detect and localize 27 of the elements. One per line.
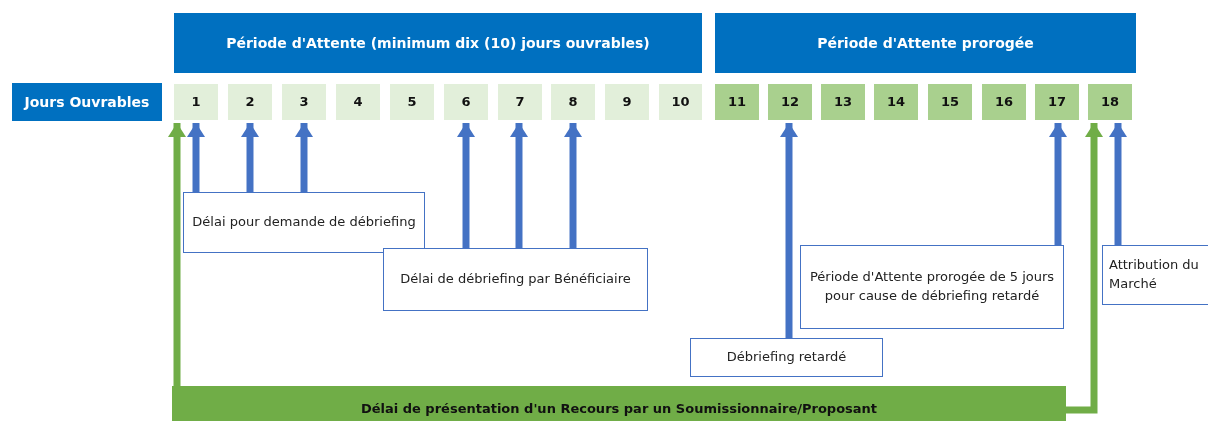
day-cell: 1 <box>174 84 218 120</box>
day-cell: 14 <box>874 84 918 120</box>
note-box: Attribution du Marché <box>1102 245 1208 305</box>
day-cell: 8 <box>551 84 595 120</box>
day-cell: 11 <box>715 84 759 120</box>
day-cell: 7 <box>498 84 542 120</box>
appeal-period-bar: Délai de présentation d'un Recours par un Soumissionnaire/Proposant <box>172 386 1066 421</box>
note-box: Délai pour demande de débriefing <box>183 192 425 253</box>
day-cell: 15 <box>928 84 972 120</box>
day-cell: 10 <box>659 84 702 120</box>
period-band: Période d'Attente prorogée <box>715 13 1136 73</box>
note-box: Période d'Attente prorogée de 5 jours pour cause de débriefing retardé <box>800 245 1064 329</box>
note-box: Débriefing retardé <box>690 338 883 377</box>
day-cell: 2 <box>228 84 272 120</box>
day-cell: 6 <box>444 84 488 120</box>
note-box: Délai de débriefing par Bénéficiaire <box>383 248 648 311</box>
day-cell: 18 <box>1088 84 1132 120</box>
day-cell: 13 <box>821 84 865 120</box>
day-cell: 5 <box>390 84 434 120</box>
row-header: Jours Ouvrables <box>12 83 162 121</box>
day-cell: 9 <box>605 84 649 120</box>
day-cell: 12 <box>768 84 812 120</box>
day-cell: 3 <box>282 84 326 120</box>
day-cell: 16 <box>982 84 1026 120</box>
day-cell: 4 <box>336 84 380 120</box>
period-band: Période d'Attente (minimum dix (10) jours ouvrables) <box>174 13 702 73</box>
day-cell: 17 <box>1035 84 1079 120</box>
